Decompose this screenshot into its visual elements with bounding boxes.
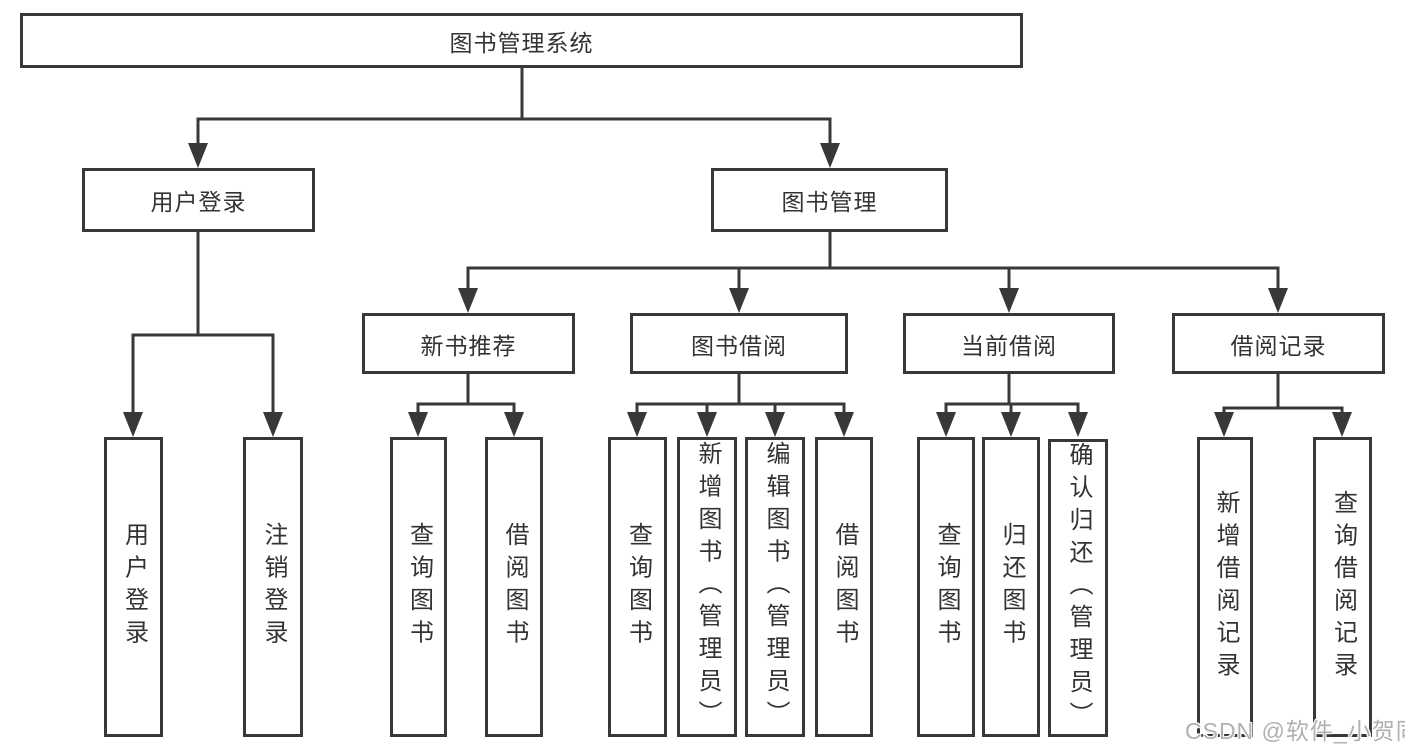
leaf-bb-add-books-admin: 新增图书（管理员）: [677, 437, 737, 737]
leaf-bb-query-books: 查询图书: [608, 437, 667, 737]
leaf-rec-borrow-books: 借阅图书: [485, 437, 543, 737]
node-book-management: 图书管理: [711, 168, 948, 232]
node-user-login: 用户登录: [82, 168, 315, 232]
leaf-br-add-record: 新增借阅记录: [1197, 437, 1253, 737]
node-current-borrowing: 当前借阅: [903, 313, 1115, 374]
leaf-cb-confirm-return-admin: 确认归还（管理员）: [1048, 439, 1108, 737]
node-book-borrowing: 图书借阅: [630, 313, 848, 374]
csdn-watermark: CSDN @软件_小贺同学: [1185, 718, 1405, 744]
leaf-bb-borrow-books: 借阅图书: [815, 437, 873, 737]
node-library-management-system: 图书管理系统: [20, 13, 1023, 68]
leaf-cb-query-books: 查询图书: [917, 437, 975, 737]
node-new-book-recommendation: 新书推荐: [362, 313, 575, 374]
leaf-cb-return-books: 归还图书: [982, 437, 1040, 737]
leaf-bb-edit-books-admin: 编辑图书（管理员）: [745, 437, 805, 737]
node-borrowing-records: 借阅记录: [1172, 313, 1385, 374]
leaf-user-login: 用户登录: [104, 437, 163, 737]
leaf-logout: 注销登录: [243, 437, 303, 737]
leaf-br-query-record: 查询借阅记录: [1313, 437, 1372, 737]
leaf-rec-query-books: 查询图书: [390, 437, 447, 737]
